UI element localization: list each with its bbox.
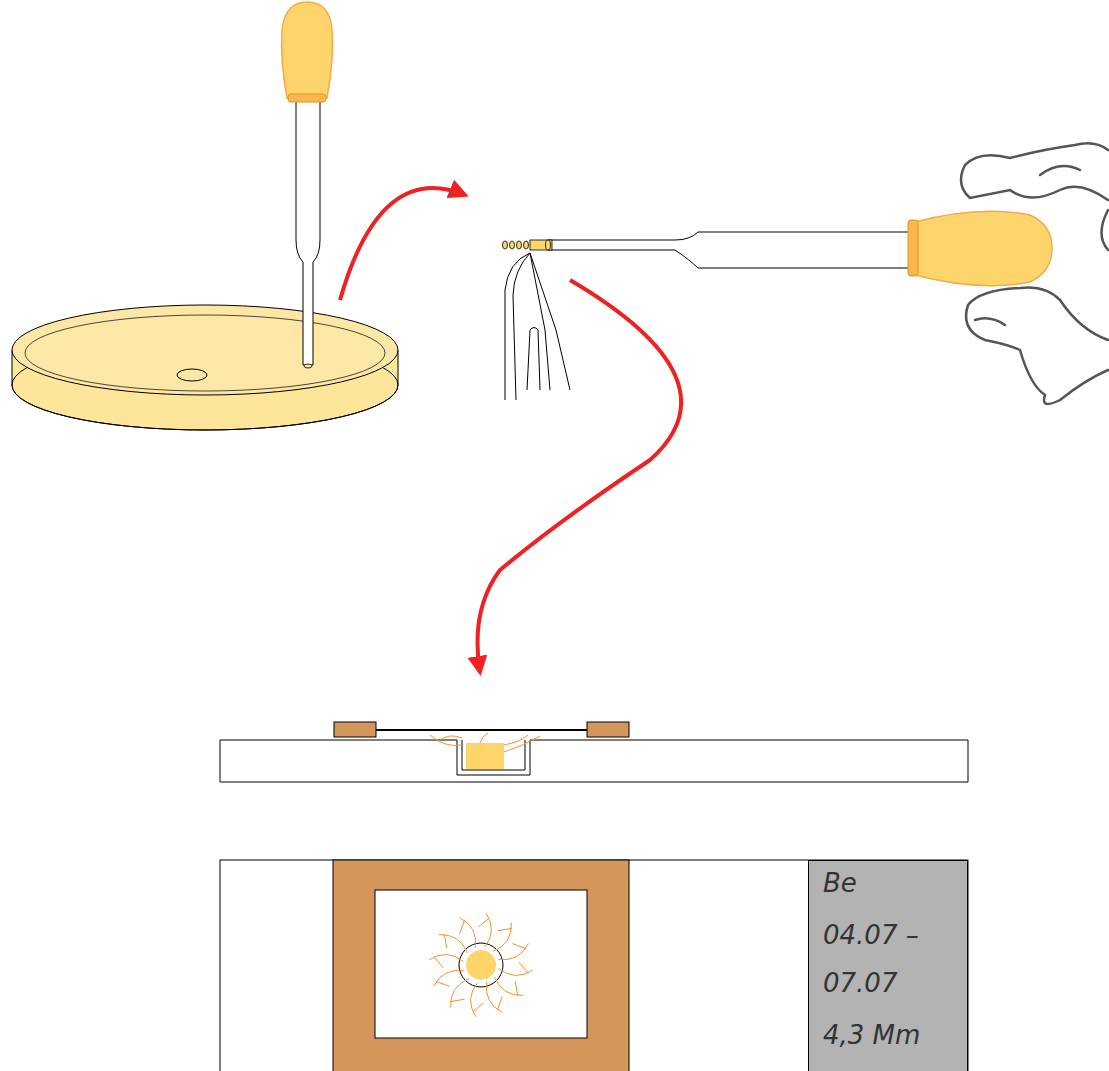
handwritten-label: Be <box>823 869 857 899</box>
forceps <box>505 253 570 400</box>
transfer-arrow <box>340 188 465 300</box>
handwritten-label: 4,3 Mm <box>823 1021 920 1051</box>
horizontal-pipette <box>503 211 1053 285</box>
slide-side-view <box>220 722 968 782</box>
vertical-pipette <box>282 2 333 368</box>
handwritten-label: 04.07 – <box>823 921 919 951</box>
hand <box>961 143 1108 404</box>
slide-label: Be 04.07 – 07.07 4,3 Mm <box>808 860 968 1071</box>
handwritten-label: 07.07 <box>823 969 897 999</box>
transfer-arrow <box>478 280 682 672</box>
petri-dish <box>12 305 398 430</box>
slide-top-view <box>220 860 968 1071</box>
